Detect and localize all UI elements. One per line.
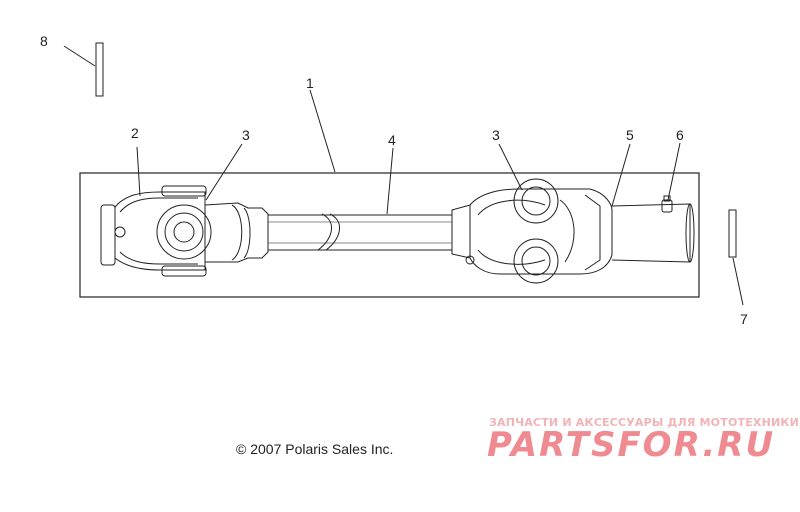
left-u-joint [100, 185, 269, 277]
copyright-notice: © 2007 Polaris Sales Inc. [236, 441, 394, 457]
callout-8: 8 [40, 33, 48, 49]
watermark-logo: PARTSFOR.RU [487, 425, 776, 465]
callout-1: 1 [306, 75, 314, 91]
callout-6: 6 [676, 127, 684, 143]
callout-4: 4 [388, 132, 396, 148]
right-cv-joint [451, 178, 695, 284]
callout-5: 5 [626, 127, 634, 143]
callout-7: 7 [740, 311, 748, 327]
part-7-plate [728, 209, 737, 258]
part-8-plate [95, 42, 104, 97]
callout-3-right: 3 [492, 127, 500, 143]
leader-lines [63, 45, 744, 306]
callout-3-left: 3 [242, 127, 250, 143]
callout-2: 2 [131, 125, 139, 141]
shaft-tube [268, 213, 452, 251]
watermark-tagline: ЗАПЧАСТИ И АКСЕССУАРЫ ДЛЯ МОТОТЕХНИКИ [489, 416, 799, 429]
assembly-frame [79, 172, 700, 298]
